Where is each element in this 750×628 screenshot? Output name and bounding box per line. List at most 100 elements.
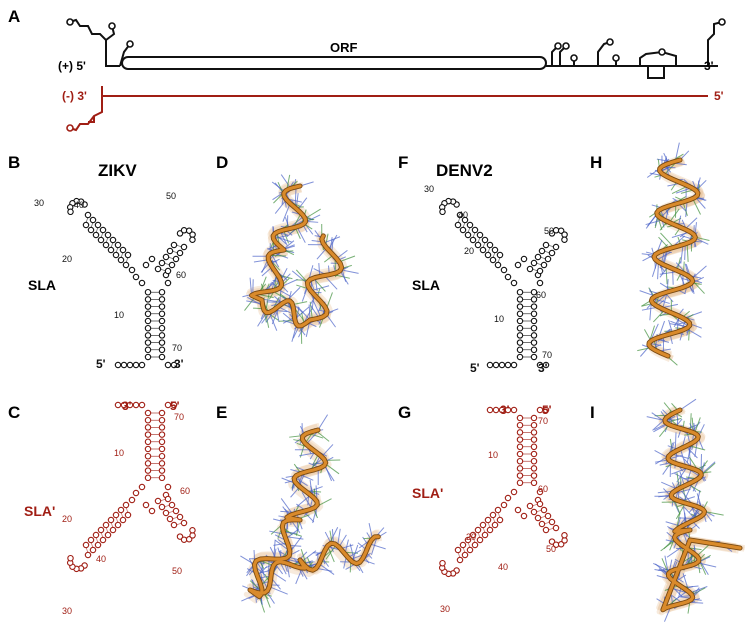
nucleotide [89,546,97,554]
nucleotide [536,500,544,508]
nucleotide [158,259,166,267]
nucleotide [466,546,474,554]
nucleotide [158,416,166,424]
panel-label-e: E [216,403,227,422]
nucleotide [158,452,166,460]
panel-label-c: C [8,403,20,422]
base-stick [679,398,697,411]
panel-label-d: D [216,153,228,172]
base-stick [675,502,686,520]
nucleotide [144,317,152,325]
orf-label: ORF [330,40,358,55]
nucleotide [138,401,146,409]
plus-strand [69,18,723,79]
base-stick [327,234,338,251]
nucleotide [516,421,524,429]
nucleotide [484,516,492,524]
base-stick [294,476,308,487]
nucleotide [516,339,524,346]
nucleotide [536,406,544,414]
nucleotide [491,246,499,254]
nucleotide [530,429,538,436]
nucleotide [500,501,508,509]
base-stick [674,432,677,452]
slap-number: 70 [538,416,548,426]
nucleotide [158,445,166,453]
nucleotide [164,483,172,491]
sla-number: 40 [458,210,468,220]
nucleotide [166,515,174,523]
nucleotide [67,208,74,216]
nucleotide [530,479,538,487]
nucleotide [122,261,130,269]
base-stick [282,203,291,222]
nucleotide [536,267,544,275]
nucleotide [516,457,524,465]
base-stick [700,461,716,475]
sla-number: 20 [62,254,72,264]
nucleotide [496,251,504,259]
base-stick [244,296,256,311]
base-stick [651,260,658,277]
base-stick [665,158,670,178]
base-stick [280,498,294,515]
base-stick [685,200,688,218]
nucleotide [516,450,524,458]
nucleotide [170,521,178,529]
base-stick [325,544,337,560]
base-stick [689,586,708,594]
base-stick [273,539,276,560]
nucleotide [158,317,166,325]
sla-number: 60 [176,270,186,280]
nucleotide [144,409,152,417]
nucleotide [144,438,152,446]
nucleotide [164,361,172,369]
orf-box [121,56,547,70]
nucleotide [481,531,489,539]
base-stick [322,236,341,244]
nucleotide [94,221,102,229]
nucleotide [142,501,150,509]
nucleotide [530,259,538,267]
nucleotide [92,231,100,239]
base-stick [308,304,311,321]
nucleotide [172,255,180,263]
slap-number: 40 [498,562,508,572]
base-stick [257,312,267,327]
nucleotide [538,520,546,528]
nucleotide [520,255,528,263]
nucleotide [530,465,538,472]
nucleotide [87,226,95,234]
slap-number: 60 [180,486,190,496]
sla-3prime: 3' [174,357,184,371]
base-stick [249,277,253,296]
nucleotide [459,226,467,234]
denv2-sla-label: SLA [412,277,440,293]
nucleotide [180,227,188,234]
sla-number: 10 [494,314,504,324]
nucleotide [552,243,560,251]
nucleotide [464,536,472,544]
nucleotide [469,531,477,539]
nucleotide [107,246,115,254]
nucleotide [97,236,105,244]
nucleotide [144,296,152,303]
nucleotide [516,479,524,487]
plus-3sl [707,21,723,66]
base-stick [323,465,335,482]
nucleotide [82,541,90,549]
zikv-title: ZIKV [98,161,137,180]
nucleotide [117,506,125,514]
nucleotide [144,460,152,467]
base-stick [274,199,287,214]
nucleotide [530,324,538,332]
nucleotide [102,241,110,249]
nucleotide [132,361,140,369]
base-stick [264,592,271,608]
base-stick [657,261,659,280]
nucleotide [544,512,552,520]
nucleotide [454,546,462,554]
